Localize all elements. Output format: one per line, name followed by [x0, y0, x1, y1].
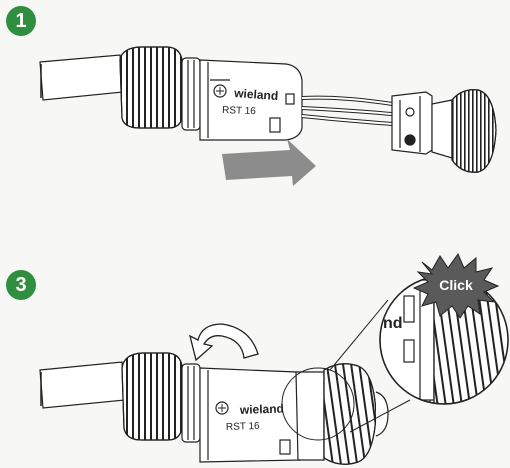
step-1-illustration	[39, 46, 497, 186]
brand-label-step3: wieland	[239, 401, 284, 417]
gland-nut-step3	[121, 352, 183, 441]
svg-text:nd: nd	[383, 315, 403, 332]
logo-icon-step3	[215, 401, 229, 415]
step-1-badge: 1	[6, 6, 36, 36]
brand-label-step1: wieland	[233, 86, 279, 103]
coupling-ring-step3	[323, 363, 377, 465]
model-label-step3: RST 16	[226, 421, 261, 433]
coupling-ring	[451, 89, 497, 173]
push-direction-arrow	[222, 139, 316, 186]
click-burst	[412, 252, 500, 319]
logo-icon	[213, 84, 227, 98]
click-callout-label: Click	[439, 277, 473, 293]
gland-nut	[119, 46, 183, 129]
step-3-illustration	[39, 299, 411, 465]
rotate-arrow	[189, 323, 259, 362]
step-3-badge: 3	[6, 270, 36, 300]
model-label-step1: RST 16	[222, 105, 257, 117]
